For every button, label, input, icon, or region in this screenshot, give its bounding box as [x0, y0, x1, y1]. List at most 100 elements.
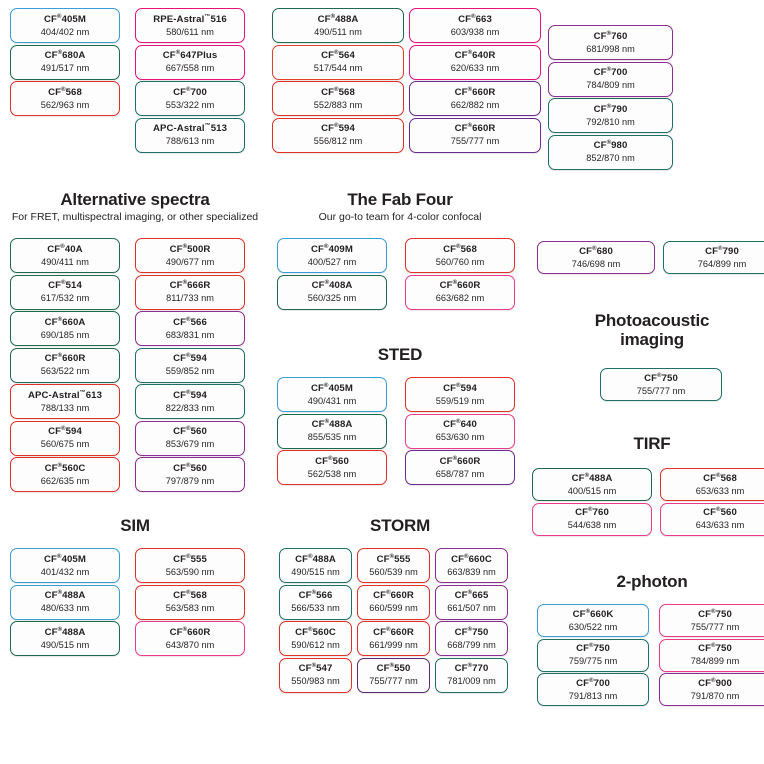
registered-mark: ®	[657, 372, 662, 379]
registered-mark: ®	[57, 353, 63, 360]
dye-wavelengths: 755/777 nm	[636, 385, 686, 396]
registered-mark: ®	[182, 280, 188, 287]
dye-name: CF®555	[173, 553, 207, 566]
registered-mark: ®	[467, 663, 473, 670]
dye-wavelengths: 781/009 nm	[447, 676, 496, 687]
dye-name: CF®594	[173, 389, 207, 402]
dye-wavelengths: 653/633 nm	[695, 485, 745, 496]
dye-wavelengths: 822/833 nm	[165, 402, 215, 413]
dye-name: CF®660R	[454, 86, 496, 99]
registered-mark: ®	[328, 455, 333, 462]
dye-wavelengths: 404/402 nm	[40, 26, 90, 37]
dye-name: CF®550	[376, 663, 411, 675]
dye-name: CF®594	[48, 426, 82, 438]
registered-mark: ®	[57, 50, 63, 57]
dye-wavelengths: 643/633 nm	[695, 520, 745, 531]
dye-wavelengths: 690/185 nm	[40, 329, 90, 340]
dye-name: CF®900	[698, 677, 732, 690]
dye-wavelengths: 755/777 nm	[369, 676, 418, 687]
registered-mark: ®	[334, 123, 339, 130]
registered-mark: ®	[57, 13, 62, 20]
dye-name: CF®660R	[169, 626, 211, 639]
registered-mark: ®	[718, 245, 723, 252]
registered-mark: ®	[471, 13, 476, 20]
registered-mark: ®	[606, 67, 612, 74]
